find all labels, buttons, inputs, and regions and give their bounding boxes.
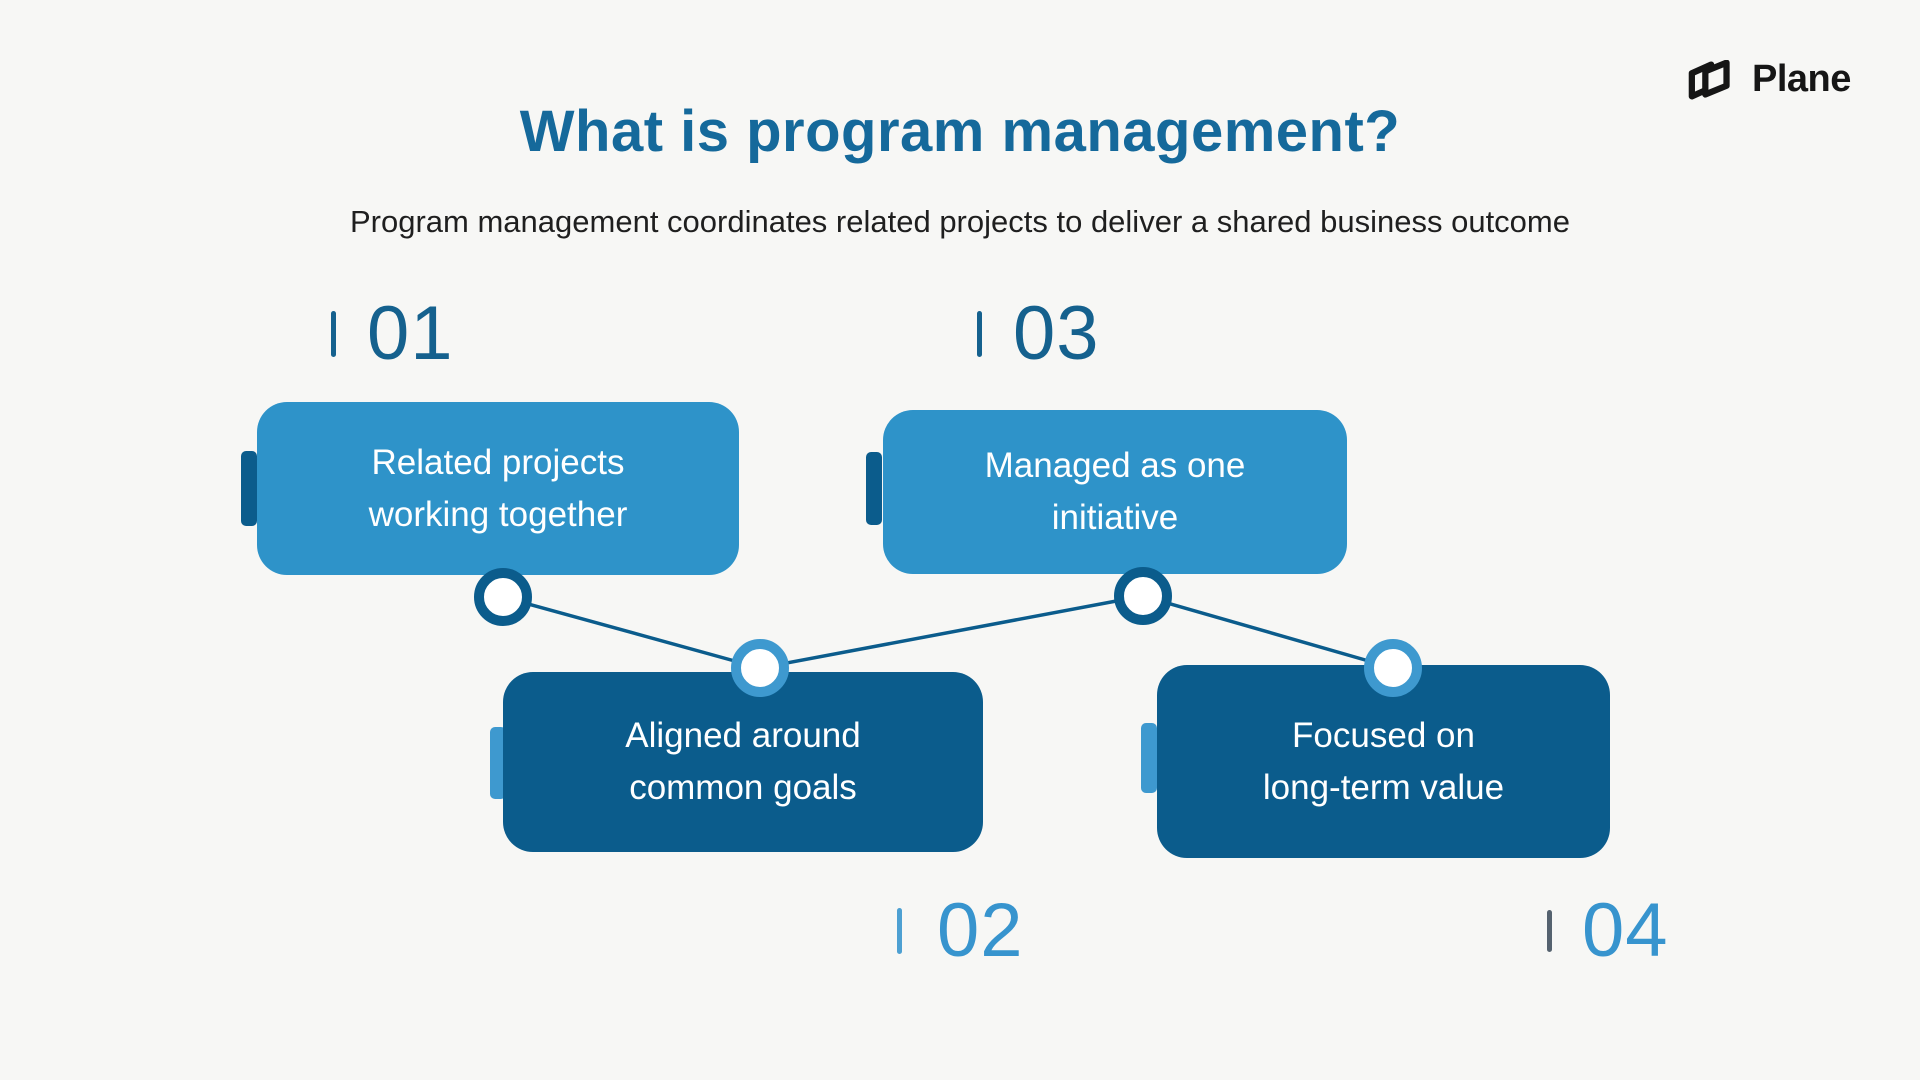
step-card-01: Related projects working together: [257, 402, 739, 575]
step-card-tab-03: [866, 452, 882, 525]
brand-name: Plane: [1752, 58, 1851, 100]
step-card-03-text-line1: Managed as one: [984, 446, 1246, 486]
step-number-bar-01: [331, 311, 336, 357]
connector-line-1-2: [502, 595, 761, 670]
step-number-label-03: 03: [1013, 291, 1100, 376]
step-card-01-text-line1: Related projects: [371, 442, 625, 482]
step-card-tab-01: [241, 451, 257, 526]
step-number-label-02: 02: [937, 888, 1024, 973]
plane-logo-icon: [1688, 59, 1740, 100]
connector-line-3-4: [1142, 594, 1394, 670]
step-number-bar-03: [977, 311, 982, 357]
node-circle-03: [1114, 567, 1172, 625]
step-card-tab-02: [490, 727, 506, 799]
step-card-02: Aligned around common goals: [503, 672, 983, 852]
step-card-02-text-line1: Aligned around: [625, 716, 861, 756]
step-card-03-text-line2: initiative: [1051, 498, 1179, 537]
brand-logo: Plane: [1688, 58, 1851, 101]
step-number-label-01: 01: [367, 291, 454, 376]
step-number-group-04: 04: [1547, 893, 1669, 969]
node-circle-01: [474, 568, 532, 626]
step-card-tab-04: [1141, 723, 1157, 793]
step-card-04: Focused on long-term value: [1157, 665, 1610, 858]
step-number-bar-04: [1547, 910, 1552, 952]
step-card-02-text-line2: common goals: [629, 768, 857, 807]
page-title: What is program management?: [519, 99, 1401, 164]
step-number-group-02: 02: [897, 893, 1024, 969]
connector-line-2-3: [759, 594, 1144, 670]
step-card-04-text-line1: Focused on: [1292, 715, 1475, 755]
step-number-bar-02: [897, 908, 902, 954]
step-number-group-01: 01: [331, 296, 454, 372]
page-subtitle: Program management coordinates related p…: [350, 204, 1570, 239]
step-card-03: Managed as one initiative: [883, 410, 1347, 574]
step-number-label-04: 04: [1582, 888, 1669, 973]
step-card-01-text-line2: working together: [368, 494, 628, 534]
step-number-group-03: 03: [977, 296, 1100, 372]
step-card-04-text-line2: long-term value: [1262, 767, 1505, 807]
